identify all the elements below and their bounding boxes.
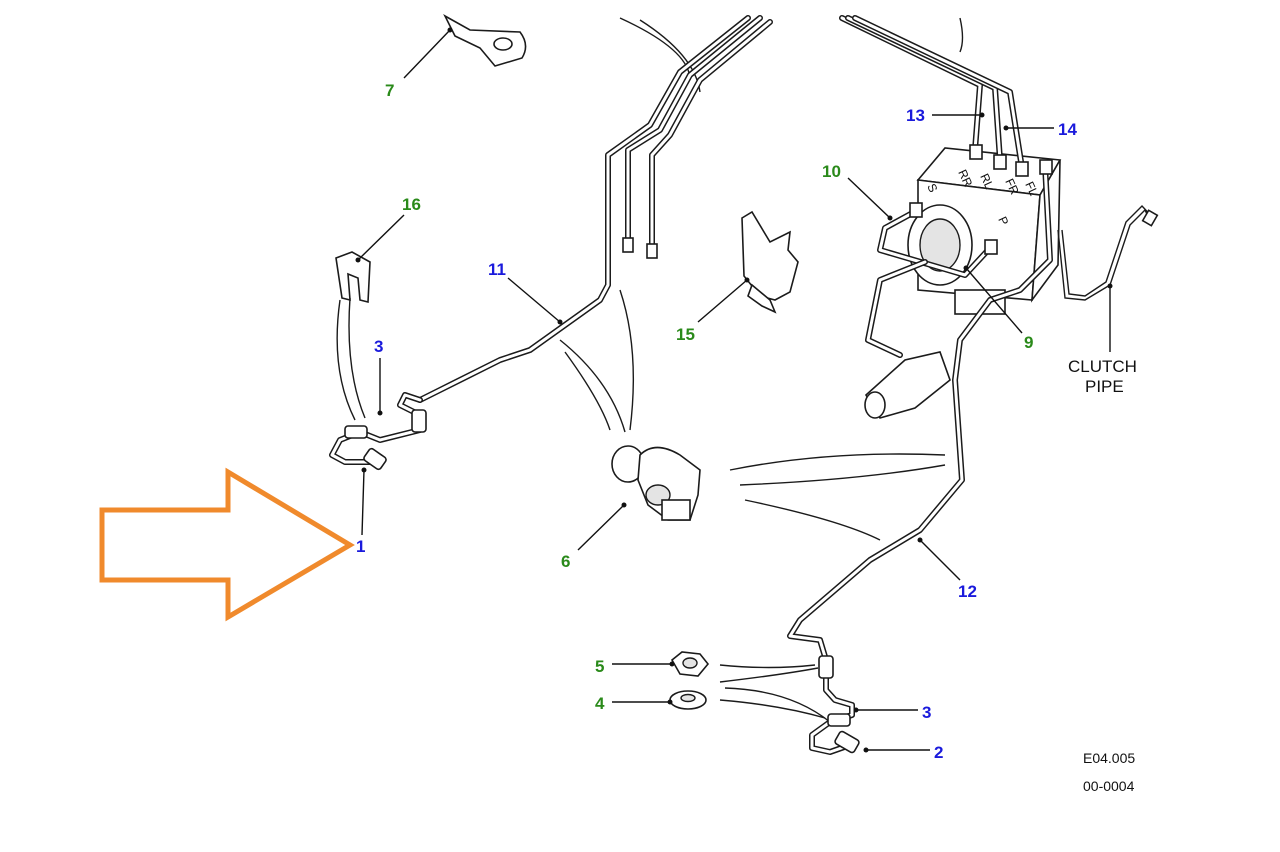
reference-partial: 00-0004: [1083, 778, 1135, 794]
lower-pipe-assembly: [809, 655, 860, 755]
callout-12: 12: [958, 582, 977, 601]
svg-text:RL: RL: [977, 171, 996, 191]
grommet-6: [611, 445, 701, 521]
svg-text:FR: FR: [1002, 176, 1022, 197]
clip-15: [741, 210, 799, 314]
callouts: 7 16 11 3 1 15 6 13 14 10 9 12 5 4 3 2: [356, 81, 1077, 762]
callout-9: 9: [1024, 333, 1033, 352]
reference-code: E04.005: [1083, 750, 1135, 766]
callout-16: 16: [402, 195, 421, 214]
callout-3-lower: 3: [922, 703, 931, 722]
washer-4: [669, 690, 707, 710]
callout-4: 4: [595, 694, 605, 713]
callout-5: 5: [595, 657, 604, 676]
callout-15: 15: [676, 325, 695, 344]
callout-14: 14: [1058, 120, 1077, 139]
left-pipe-assembly: [329, 251, 427, 471]
callout-6: 6: [561, 552, 570, 571]
callout-10: 10: [822, 162, 841, 181]
nut-5: [670, 651, 710, 677]
callout-7: 7: [385, 81, 394, 100]
callout-13: 13: [906, 106, 925, 125]
upper-pipe-bundle: [417, 15, 773, 403]
clutch-label-line1: CLUTCH: [1068, 357, 1137, 376]
bracket-7: [443, 14, 527, 67]
callout-3-upper: 3: [374, 337, 383, 356]
highlight-arrow: [99, 467, 355, 622]
callout-1: 1: [356, 537, 365, 556]
svg-text:RR: RR: [955, 167, 975, 189]
leader-lines: [355, 27, 1113, 753]
clutch-label-line2: PIPE: [1085, 377, 1124, 396]
callout-2: 2: [934, 743, 943, 762]
svg-text:FL: FL: [1022, 179, 1041, 198]
callout-11: 11: [488, 260, 506, 279]
sweep-lines: [336, 17, 964, 723]
abs-pipes: [787, 15, 1053, 663]
